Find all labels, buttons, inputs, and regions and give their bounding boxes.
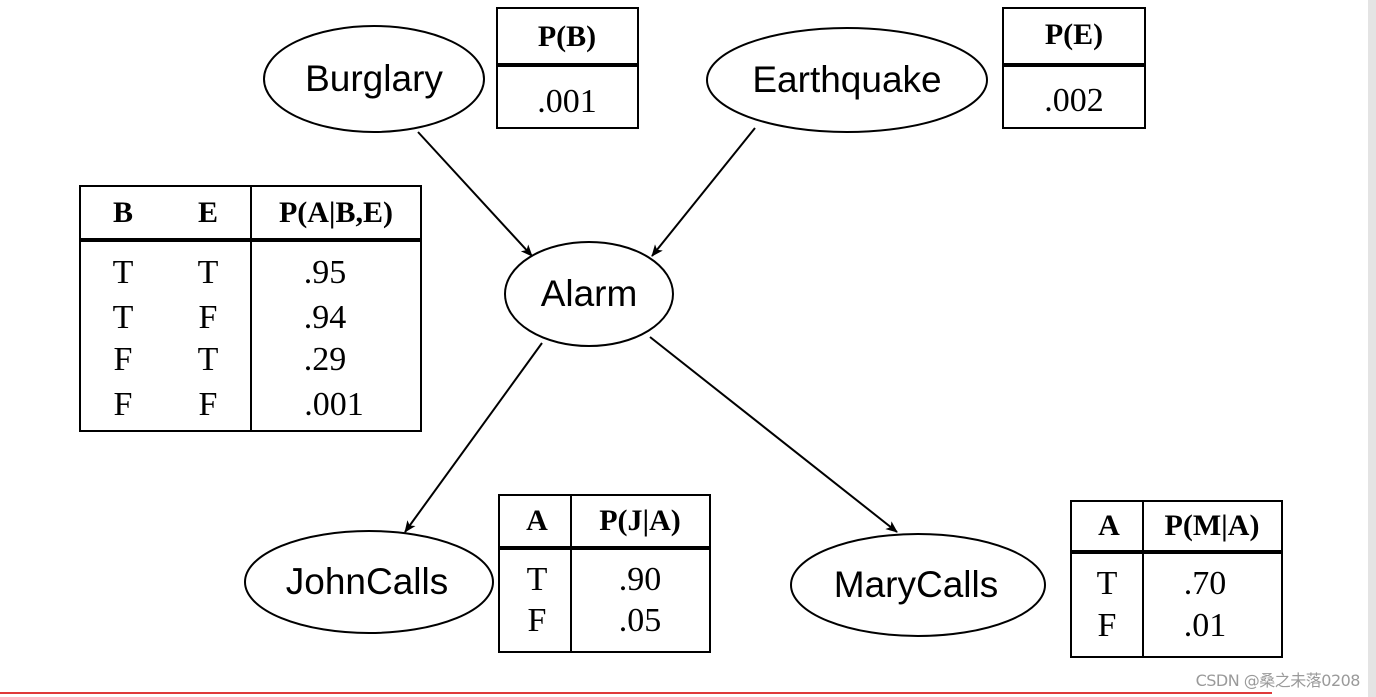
cpt-header: B <box>113 196 133 229</box>
cpt-cell: F <box>1098 607 1117 644</box>
cpt-value: .05 <box>619 602 662 639</box>
cpt-value: .90 <box>619 561 662 598</box>
cpt-johncalls: A P(J|A) T .90 F .05 <box>498 494 711 653</box>
cpt-header: A <box>1098 509 1120 542</box>
cpt-value: .95 <box>304 254 347 291</box>
edge-earthquake-alarm <box>651 127 756 257</box>
node-label: JohnCalls <box>286 561 448 602</box>
cpt-cell: F <box>114 341 133 378</box>
cpt-value: .002 <box>1044 82 1104 119</box>
cpt-cell: T <box>198 254 219 291</box>
node-label: Alarm <box>541 273 638 314</box>
cpt-marycalls: A P(M|A) T .70 F .01 <box>1070 500 1283 658</box>
cpt-header: A <box>526 504 548 537</box>
node-alarm: Alarm <box>504 241 674 347</box>
cpt-cell: T <box>1097 565 1118 602</box>
node-burglary: Burglary <box>263 25 485 133</box>
cpt-burglary: P(B) .001 <box>496 7 639 129</box>
node-label: Earthquake <box>752 59 941 100</box>
node-johncalls: JohnCalls <box>244 530 494 634</box>
bottom-divider <box>0 692 1272 694</box>
edges <box>404 127 898 533</box>
edge-burglary-alarm <box>417 131 533 257</box>
cpt-value: .01 <box>1184 607 1227 644</box>
cpt-cell: F <box>199 299 218 336</box>
cpt-cell: T <box>198 341 219 378</box>
node-earthquake: Earthquake <box>706 27 988 133</box>
cpt-header: P(E) <box>1045 18 1103 51</box>
cpt-cell: F <box>114 386 133 423</box>
cpt-earthquake: P(E) .002 <box>1002 7 1146 129</box>
cpt-header: P(J|A) <box>599 504 681 537</box>
cpt-cell: T <box>113 299 134 336</box>
cpt-value: .001 <box>537 83 597 120</box>
cpt-cell: F <box>528 602 547 639</box>
cpt-alarm: B E P(A|B,E) T T .95 T F .94 F T .29 F F… <box>79 185 422 432</box>
cpt-header: E <box>198 196 218 229</box>
node-marycalls: MaryCalls <box>790 533 1046 637</box>
cpt-cell: F <box>199 386 218 423</box>
cpt-value: .70 <box>1184 565 1227 602</box>
cpt-header: P(M|A) <box>1165 509 1260 542</box>
cpt-cell: T <box>527 561 548 598</box>
edge-alarm-johncalls <box>404 342 543 533</box>
vertical-scrollbar[interactable] <box>1368 0 1376 697</box>
cpt-header: P(B) <box>538 20 596 53</box>
watermark-text: CSDN @桑之未落0208 <box>1195 671 1361 690</box>
node-label: Burglary <box>305 58 443 99</box>
cpt-value: .001 <box>304 386 364 423</box>
cpt-header: P(A|B,E) <box>279 196 393 229</box>
node-label: MaryCalls <box>834 564 998 605</box>
cpt-cell: T <box>113 254 134 291</box>
edge-alarm-marycalls <box>649 336 898 533</box>
cpt-value: .29 <box>304 341 347 378</box>
cpt-value: .94 <box>304 299 347 336</box>
